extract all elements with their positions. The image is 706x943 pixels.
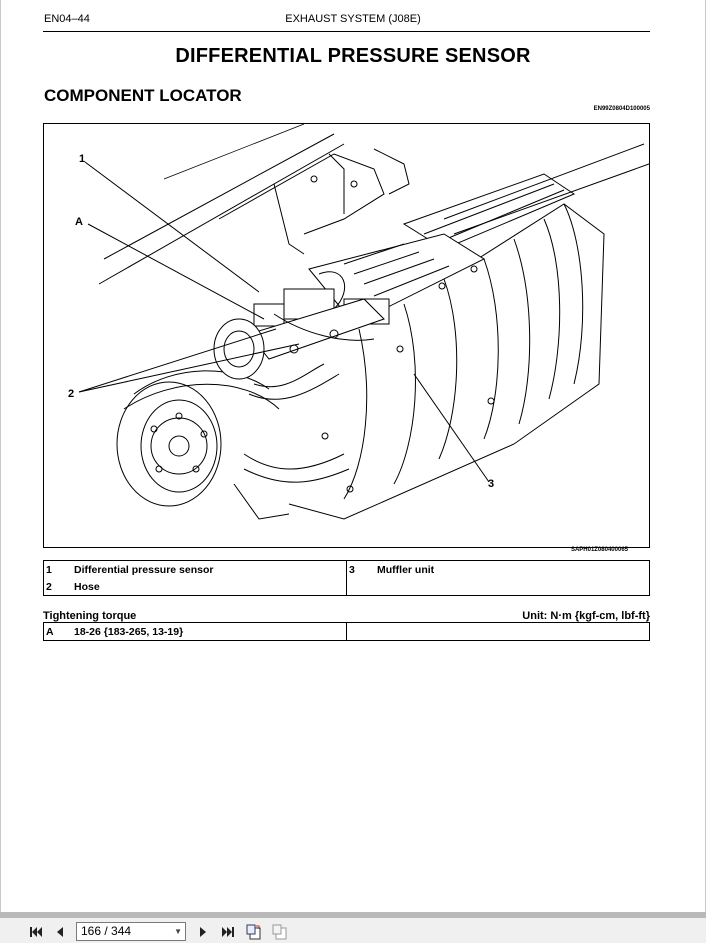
next-page-button[interactable]: [193, 922, 213, 942]
engine-line-drawing: [78, 124, 649, 520]
torque-table: A 18-26 {183-265, 13-19}: [43, 622, 650, 641]
page-title: DIFFERENTIAL PRESSURE SENSOR: [175, 45, 531, 67]
table-row: 2 Hose: [43, 578, 650, 596]
figure-code-bottom: SAPH01Z080400065: [570, 547, 628, 553]
next-page-icon: [200, 927, 206, 937]
previous-page-icon: [57, 927, 63, 937]
last-page-button[interactable]: [218, 922, 238, 942]
viewer-toolbar: 166 / 344 ▼: [0, 912, 706, 943]
table-row: A 18-26 {183-265, 13-19}: [43, 622, 650, 641]
part-number: 1: [46, 563, 52, 576]
callout-1: 1: [79, 153, 86, 165]
parts-table: 1 Differential pressure sensor 3 Muffler u…: [43, 560, 650, 596]
callout-3: 3: [488, 478, 495, 490]
part-number: 3: [349, 563, 355, 576]
first-page-button[interactable]: [26, 922, 46, 942]
last-page-icon: [222, 927, 234, 937]
section-title: COMPONENT LOCATOR: [44, 86, 242, 105]
part-number: 2: [46, 580, 52, 593]
parts-cell: 1 Differential pressure sensor: [43, 560, 347, 578]
table-row: 1 Differential pressure sensor 3 Muffler u…: [43, 560, 650, 578]
page-width-icon: [272, 924, 287, 940]
part-name: Muffler unit: [377, 563, 435, 576]
page-view-icon: [246, 924, 261, 940]
parts-cell: 3 Muffler unit: [346, 560, 650, 578]
torque-label: Tightening torque: [43, 610, 137, 622]
torque-unit: Unit: N·m {kgf-cm, lbf-ft}: [522, 610, 650, 622]
first-page-icon: [30, 927, 42, 937]
header-rule: [43, 31, 650, 32]
previous-page-button[interactable]: [50, 922, 70, 942]
torque-cell: A 18-26 {183-265, 13-19}: [43, 622, 347, 641]
page-edge-left: [0, 0, 1, 912]
part-name: Differential pressure sensor: [74, 563, 214, 576]
component-illustration: 1 A 2 3: [43, 123, 650, 548]
header-page-code: EN04–44: [44, 13, 90, 25]
callout-a: A: [75, 216, 83, 228]
page-indicator: 166 / 344: [81, 924, 132, 938]
page-number-field[interactable]: 166 / 344 ▼: [76, 922, 186, 941]
torque-value: 18-26 {183-265, 13-19}: [74, 625, 184, 638]
torque-cell: [346, 622, 650, 641]
fit-page-button[interactable]: [244, 922, 264, 942]
callout-2: 2: [68, 388, 75, 400]
fit-width-button[interactable]: [270, 922, 290, 942]
header-section: EXHAUST SYSTEM (J08E): [285, 13, 421, 25]
torque-key: A: [46, 625, 54, 638]
parts-cell: [346, 578, 650, 596]
part-name: Hose: [74, 580, 100, 593]
dropdown-caret-icon: ▼: [174, 927, 182, 936]
figure-code-top: EN99Z0804D100005: [593, 106, 650, 112]
parts-cell: 2 Hose: [43, 578, 347, 596]
